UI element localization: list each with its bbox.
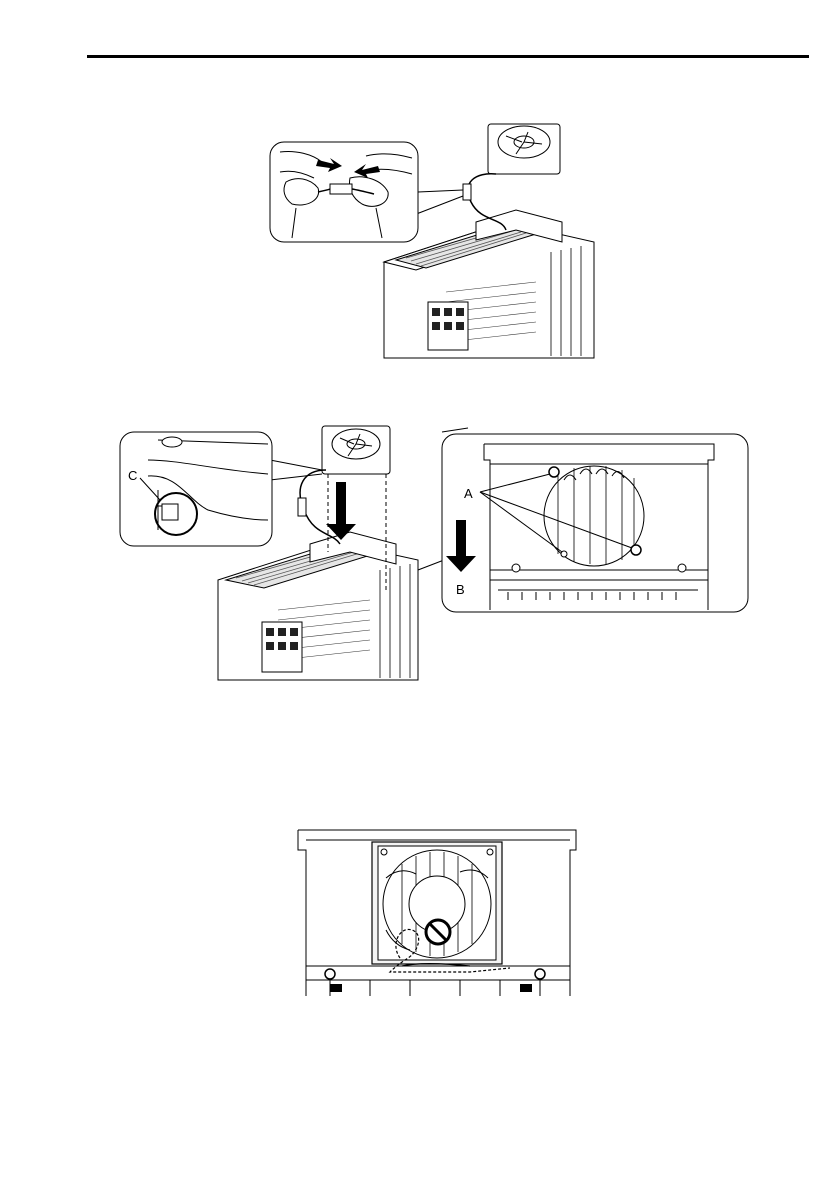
connector-detail-callout — [270, 142, 463, 242]
fan-mount-detail-callout: A B — [418, 428, 748, 612]
figure-disconnect-connector — [266, 112, 606, 360]
callout-label-b: B — [456, 582, 465, 597]
cooling-fan-illustration — [488, 124, 560, 174]
cooling-fan-illustration — [322, 426, 390, 474]
callout-label-c: C — [128, 468, 137, 483]
tab-detail-callout: C — [120, 432, 322, 546]
figure-cable-routing-warning — [290, 826, 582, 998]
header-rule — [87, 55, 809, 58]
cooling-fan-illustration — [372, 842, 502, 964]
figure-install-fan: C A — [118, 420, 752, 682]
callout-label-a: A — [464, 486, 473, 501]
prohibited-icon — [426, 920, 450, 944]
drive-unit-illustration — [218, 532, 418, 680]
